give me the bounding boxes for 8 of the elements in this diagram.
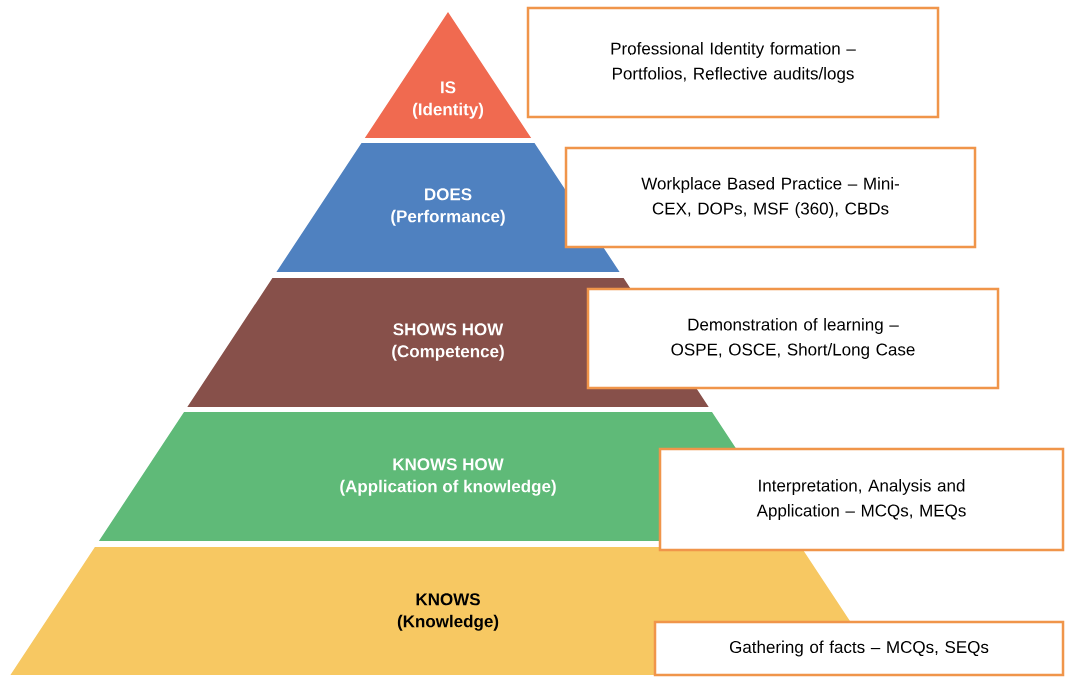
text-box: Professional Identity formation – Portfolios, Reflective audits/logs xyxy=(526,6,940,119)
text-box: Interpretation, Analysis and Application – MCQs, MEQs xyxy=(658,447,1065,552)
text-box: Workplace Based Practice – Mini-CEX, DOPs, MSF (360), CBDs xyxy=(564,146,977,249)
pyramid-level: KNOWS HOW (Application of knowledge) xyxy=(98,412,737,541)
pyramid-level: IS (Identity) xyxy=(364,12,532,138)
text-box: Demonstration of learning – OSPE, OSCE, Short/Long Case xyxy=(586,287,1000,390)
pyramid-level: DOES (Performance) xyxy=(276,143,620,272)
text-box: Gathering of facts – MCQs, SEQs xyxy=(653,620,1065,677)
